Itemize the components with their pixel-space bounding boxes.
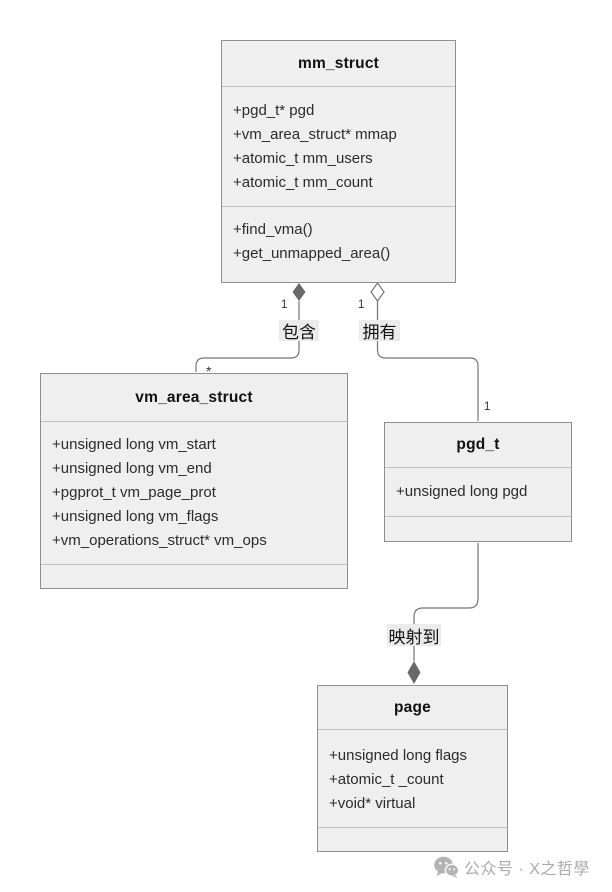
attribute-row: +vm_area_struct* mmap [233, 126, 397, 143]
attribute-row: +atomic_t mm_count [233, 174, 373, 191]
class-title: page [318, 686, 507, 730]
attribute-row: +atomic_t mm_users [233, 150, 373, 167]
class-attributes: +unsigned long pgd [385, 468, 571, 517]
wechat-watermark: 公众号 · X之哲學 [433, 855, 590, 879]
multiplicity-owns-target: 1 [484, 401, 491, 413]
connector-owns [376, 301, 479, 421]
class-vm-area-struct: vm_area_struct +unsigned long vm_start +… [40, 373, 348, 589]
class-title: pgd_t [385, 423, 571, 468]
attribute-row: +unsigned long vm_end [52, 460, 212, 477]
class-attributes: +unsigned long vm_start +unsigned long v… [41, 422, 347, 565]
attribute-row: +unsigned long pgd [396, 483, 528, 500]
relation-label-maps-to: 映射到 [387, 624, 441, 647]
multiplicity-contains-source: 1 [281, 299, 288, 311]
attribute-row: +pgprot_t vm_page_prot [52, 484, 216, 501]
connector-contains [195, 301, 300, 372]
connector-maps-to [413, 543, 479, 661]
method-row: +get_unmapped_area() [233, 245, 391, 262]
class-methods [318, 828, 507, 851]
watermark-text: 公众号 · X之哲學 [464, 861, 590, 878]
aggregation-diamond-owns [370, 281, 385, 303]
multiplicity-contains-target: * [206, 363, 212, 379]
wechat-icon [434, 856, 459, 878]
class-attributes: +pgd_t* pgd +vm_area_struct* mmap +atomi… [222, 87, 455, 207]
class-methods: +find_vma() +get_unmapped_area() [222, 207, 455, 282]
composition-diamond-maps-to [407, 661, 421, 684]
attribute-row: +unsigned long flags [329, 747, 468, 764]
relation-label-owns: 拥有 [359, 320, 400, 342]
class-title: vm_area_struct [41, 374, 347, 422]
attribute-row: +vm_operations_struct* vm_ops [52, 532, 267, 549]
class-mm-struct: mm_struct +pgd_t* pgd +vm_area_struct* m… [221, 40, 456, 283]
attribute-row: +unsigned long vm_start [52, 436, 216, 453]
attribute-row: +void* virtual [329, 795, 416, 812]
class-methods [41, 565, 347, 588]
relation-label-contains: 包含 [279, 320, 319, 342]
attribute-row: +unsigned long vm_flags [52, 508, 219, 525]
attribute-row: +atomic_t _count [329, 771, 444, 788]
class-pgd-t: pgd_t +unsigned long pgd [384, 422, 572, 542]
class-methods [385, 517, 571, 541]
class-title: mm_struct [222, 41, 455, 87]
multiplicity-owns-source: 1 [358, 299, 365, 311]
method-row: +find_vma() [233, 221, 313, 238]
composition-diamond-contains [292, 283, 306, 301]
attribute-row: +pgd_t* pgd [233, 102, 315, 119]
class-page: page +unsigned long flags +atomic_t _cou… [317, 685, 508, 852]
class-attributes: +unsigned long flags +atomic_t _count +v… [318, 730, 507, 828]
